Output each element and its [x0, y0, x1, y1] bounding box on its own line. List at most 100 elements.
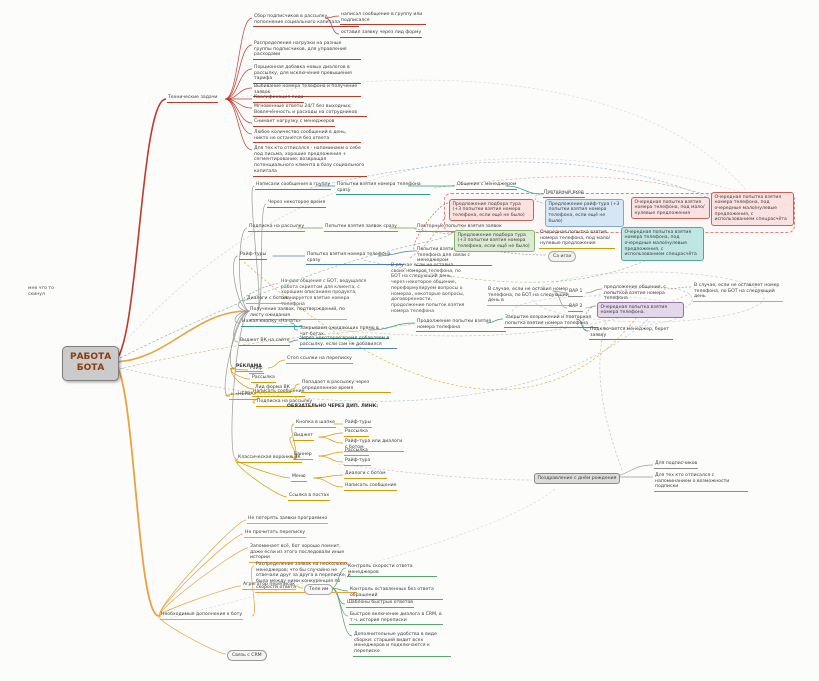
- funnel-header-button[interactable]: Кнопка в шапке: [295, 420, 336, 428]
- flow-manager-takes[interactable]: Подключается менеджер, берет заявку: [589, 327, 673, 341]
- tech-subscribers[interactable]: Сбор подписчиков в рассылку, пополнение …: [253, 14, 359, 28]
- flow-bot-dialogs[interactable]: Диалоги с ботом: [246, 296, 289, 304]
- funnel-menu-dialogs[interactable]: Диалоги с ботом: [344, 471, 387, 479]
- agg-crm-quick-add[interactable]: Быстрое включение диалога в CRM, в т.ч. …: [349, 612, 443, 626]
- edge: [159, 533, 244, 617]
- flow-start-button[interactable]: Нажал кнопку «Начать»: [241, 319, 302, 327]
- box-next-phone-try[interactable]: Очередная попытка взятия номера телефона…: [597, 302, 684, 319]
- tech-portion-add[interactable]: Порционная добавка новых диалогов в расс…: [253, 65, 361, 85]
- flow-repeat-entry[interactable]: Повторный вход: [543, 190, 585, 198]
- note-no-phone-left: В случае если не оставил своих номеров т…: [391, 263, 465, 314]
- ads-lead-to-newsletter[interactable]: Попадает в рассылку через определенное в…: [301, 380, 391, 394]
- cond-no-phone-next-day-2[interactable]: В случае, если не оставляет номер телефо…: [693, 283, 783, 303]
- edge: [224, 98, 253, 124]
- ads-raif[interactable]: Райф: [249, 366, 264, 374]
- ads-newsletter[interactable]: Рассылка: [251, 375, 276, 383]
- flow-add-to-newsletter[interactable]: Через некоторое время добавляем в рассыл…: [299, 336, 397, 350]
- nerva-write-message[interactable]: Написать сообщение: [252, 389, 306, 397]
- root-topic[interactable]: РАБОТА БОТА: [62, 346, 120, 381]
- box-offer-tour-2[interactable]: Предложение подбора тура (+3 попытки взя…: [454, 230, 535, 253]
- text-next-try-3[interactable]: Очередная попытка взятия номера телефона…: [539, 230, 615, 250]
- flow-manager-talk[interactable]: Общение с менеджером: [456, 182, 518, 190]
- flow-vk-widget[interactable]: Виджет ВК на сайте: [239, 338, 291, 346]
- flow-close-in-bot[interactable]: Закрываем ожидающих прямо в чат-ботах: [299, 326, 389, 340]
- flow-raif-phone-manager[interactable]: Попытки взятия номера телефона для связи…: [416, 247, 492, 267]
- branch-nerva[interactable]: + «НЕРВА»: [229, 392, 258, 400]
- edge: [224, 98, 253, 151]
- box-birthday[interactable]: Поздравление с днём рождения: [534, 473, 620, 484]
- flow-newsletter-sub[interactable]: Подписка на рассылку: [248, 224, 306, 232]
- add-remembers-all[interactable]: Запоминает всё, бот хорошо помнит, даже …: [249, 544, 347, 564]
- edge: [224, 87, 253, 100]
- add-crm-link[interactable]: Связь с CRM: [227, 650, 267, 661]
- note-script-work: Начало общения с БОТ, ведущаяся работа с…: [281, 279, 367, 307]
- tech-any-volume[interactable]: Любое количество сообщений в день, никто…: [253, 130, 361, 144]
- flow-after-while[interactable]: Через некоторое время: [267, 200, 327, 208]
- tech-unsubscribed[interactable]: Для тех кто отписался - напоминаем о себ…: [253, 146, 367, 177]
- birthday-unsubscribed[interactable]: Для тех кто отписался с напоминанием о в…: [654, 473, 748, 493]
- flow-wrote-group[interactable]: Написали сообщения в группу: [255, 182, 332, 190]
- edge: [267, 359, 286, 369]
- funnel-widget-newsletter[interactable]: Рассылка: [344, 429, 369, 437]
- flow-continue-phone-try[interactable]: Продолжение попытки взятия номера телефо…: [416, 319, 506, 333]
- add-no-lost-leads[interactable]: Не потерять заявки программно: [247, 516, 329, 524]
- funnel-banner[interactable]: Баннер: [293, 452, 313, 460]
- branch-vk-funnel[interactable]: Классическая воронка ВК: [237, 455, 302, 463]
- edge: [159, 519, 247, 617]
- flow-raif-phone-try[interactable]: Попытка взятия номера телефона сразу: [306, 252, 404, 266]
- funnel-menu[interactable]: Меню: [291, 474, 307, 482]
- ads-stop-links[interactable]: Стоп ссылки на переписку: [286, 356, 353, 364]
- aggregator-tool[interactable]: Теле им: [304, 584, 334, 595]
- add-chat-aggregator[interactable]: Агрегатор переписок: [242, 582, 297, 590]
- box-next-try-2[interactable]: Очередная попытка взятия номера телефона…: [711, 192, 794, 226]
- edge: [318, 432, 344, 438]
- tech-sub-wrote-group[interactable]: написал сообщение в группу или подписалс…: [340, 12, 426, 26]
- note-deeplink: ОБЯЗАТЕЛЬНО ЧЕРЕЗ ДИП. ЛИНК:: [287, 404, 379, 409]
- funnel-post-link[interactable]: Ссылка в постах: [288, 493, 331, 501]
- branch-tech-tasks[interactable]: Технические задачи: [167, 95, 219, 103]
- add-no-lost-chats[interactable]: Не прочитать переписку: [244, 530, 307, 538]
- box-next-try-1[interactable]: Очередная попытка взятия номера телефона…: [631, 197, 710, 220]
- birthday-subscribers[interactable]: Для подписчиков: [654, 461, 699, 469]
- agg-quick-templates[interactable]: Шаблоны быстрых ответов: [346, 600, 414, 608]
- branch-additions[interactable]: Необходимые дополнения к боту: [160, 612, 244, 620]
- edge: [224, 98, 253, 109]
- flow-objections[interactable]: Закрытие возражений и повторная попытка …: [504, 315, 598, 329]
- ads-lead-form[interactable]: Лид форма ВК: [254, 385, 291, 393]
- cond-no-phone-next-day[interactable]: В случае, если не оставил номер телефона…: [487, 287, 571, 307]
- box-offer-raif[interactable]: Предложение райф-тура (+3 попытки взятия…: [545, 199, 624, 227]
- var-1[interactable]: ВАР 1: [568, 289, 584, 297]
- edge: [585, 288, 603, 294]
- agg-extra-comfort[interactable]: Дополнительные удобства в виде сборки: с…: [353, 632, 451, 657]
- tech-sub-lead-form[interactable]: оставил заявку через лид форму: [340, 30, 423, 38]
- tech-lead-qualify[interactable]: Квалификация лида: [253, 95, 305, 103]
- tech-load-split[interactable]: Распределение нагрузки на разные группы …: [253, 41, 361, 61]
- box-offer-tour-1[interactable]: Предложение подбора тура (+3 попытки взя…: [449, 199, 534, 222]
- edge: [235, 458, 288, 498]
- flow-phone-try-now[interactable]: Попытки взятия номера телефона сразу: [336, 182, 430, 196]
- funnel-banner-raif[interactable]: Райф-тура: [344, 458, 372, 466]
- edge: [111, 361, 160, 617]
- edge: [313, 477, 344, 488]
- edge: [158, 615, 227, 655]
- branch-leads-hub[interactable]: Получение заявок, подтверждений, по лист…: [249, 307, 347, 321]
- agg-speed-control[interactable]: Контроль скорости ответа менеджеров: [347, 564, 437, 578]
- tech-instant-answers[interactable]: Мгновенные ответы 24/7 без выходных; Вов…: [253, 104, 367, 118]
- sa-tag[interactable]: Са игах: [548, 251, 577, 262]
- flow-lead-try-now[interactable]: Попытки взятия заявок сразу: [324, 224, 398, 232]
- funnel-widget-raif-dialogs[interactable]: Райф-тура или диалоги с ботом: [344, 439, 404, 453]
- agg-unanswered-control[interactable]: Контроль оставленных без ответа обращени…: [349, 587, 443, 601]
- funnel-widget[interactable]: Виджет: [293, 433, 314, 441]
- var-2[interactable]: ВАР 2: [568, 304, 584, 312]
- nerva-subscribe[interactable]: Подписка на рассылку: [256, 399, 314, 407]
- funnel-banner-newsletter[interactable]: Рассылка: [344, 448, 369, 456]
- edge: [318, 436, 344, 444]
- funnel-header-raif[interactable]: Райф-туры: [344, 420, 373, 428]
- funnel-menu-write[interactable]: Написать сообщение: [344, 483, 398, 491]
- tech-offload-managers[interactable]: Снимает нагрузку с менеджеров: [253, 119, 336, 127]
- box-next-try-4[interactable]: Очередная попытка взятия номера телефона…: [621, 227, 704, 261]
- flow-raif-tours[interactable]: Райф-туры: [239, 252, 268, 260]
- tech-phone-collect[interactable]: Выбивание номера телефона и получение за…: [253, 84, 361, 98]
- branch-ads[interactable]: РЕКЛАМА: [235, 364, 263, 372]
